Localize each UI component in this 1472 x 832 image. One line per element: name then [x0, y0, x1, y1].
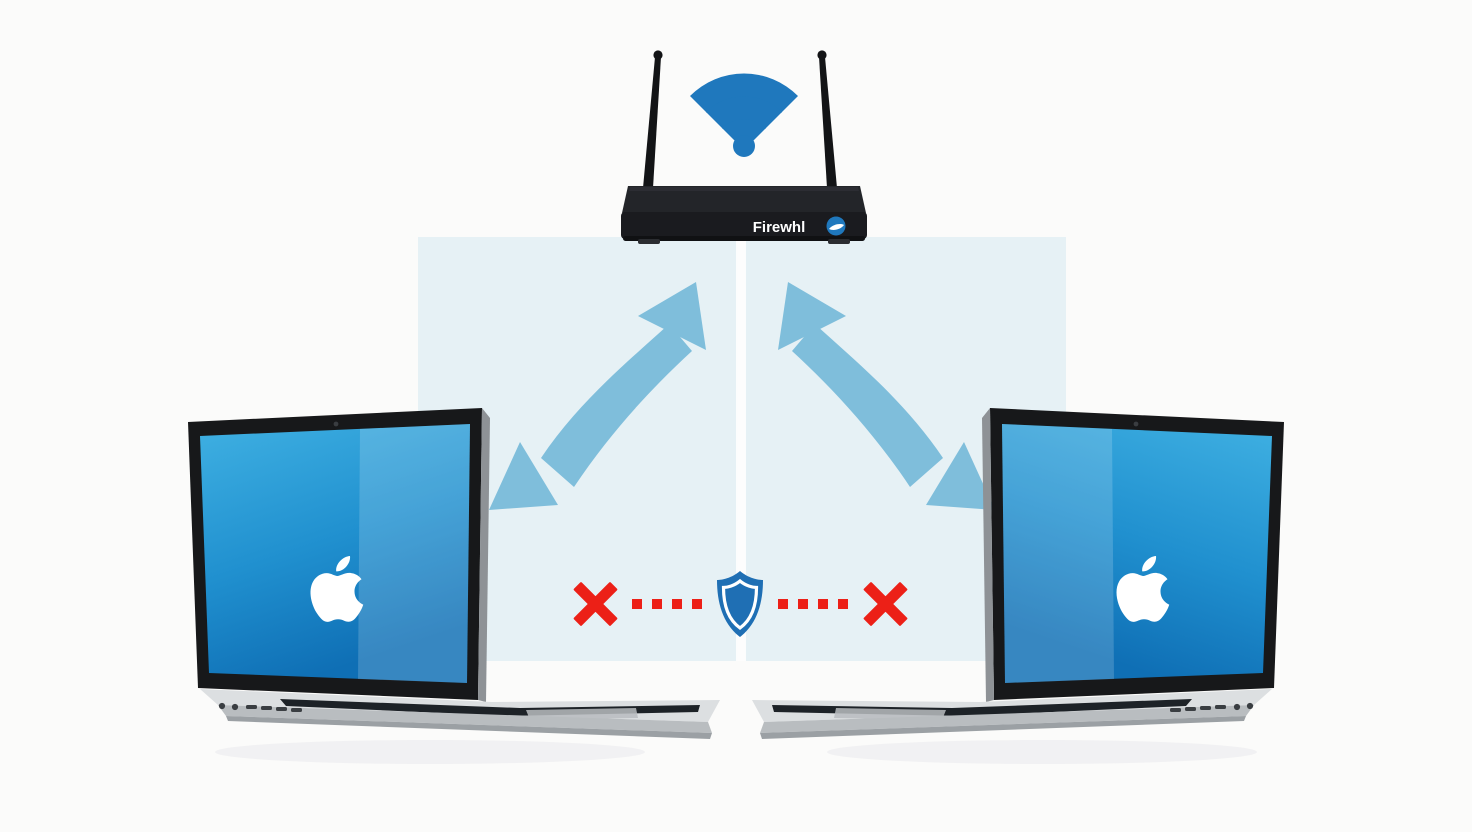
laptop-right-lid: [982, 408, 1284, 702]
blocked-left-icon: [570, 579, 620, 629]
blocked-right-icon: [860, 579, 910, 629]
path-dot: [652, 599, 662, 609]
security-shield-icon[interactable]: [714, 569, 766, 639]
apple-logo-icon: [1116, 556, 1170, 622]
path-dot: [672, 599, 682, 609]
client-isolation-indicator: [560, 560, 920, 648]
blocked-path-right: [766, 599, 860, 609]
laptop-right[interactable]: [752, 400, 1312, 770]
firewhl-swirl-icon: [826, 216, 846, 236]
path-dot: [838, 599, 848, 609]
wifi-signal-icon: [690, 73, 798, 157]
path-dot: [632, 599, 642, 609]
laptop-left[interactable]: [160, 400, 720, 770]
router-chassis: [621, 186, 867, 244]
path-dot: [798, 599, 808, 609]
router-antenna-right: [817, 50, 837, 188]
blocked-path-left: [620, 599, 714, 609]
laptop-right-base: [752, 689, 1272, 739]
apple-logo-icon: [310, 556, 364, 622]
router-antenna-left: [643, 50, 663, 188]
laptop-left-lid: [188, 408, 490, 702]
path-dot: [778, 599, 788, 609]
laptop-left-base: [200, 689, 720, 739]
panel-divider: [736, 237, 746, 661]
router-brand-label: Firewhl: [753, 219, 806, 236]
path-dot: [818, 599, 828, 609]
path-dot: [692, 599, 702, 609]
